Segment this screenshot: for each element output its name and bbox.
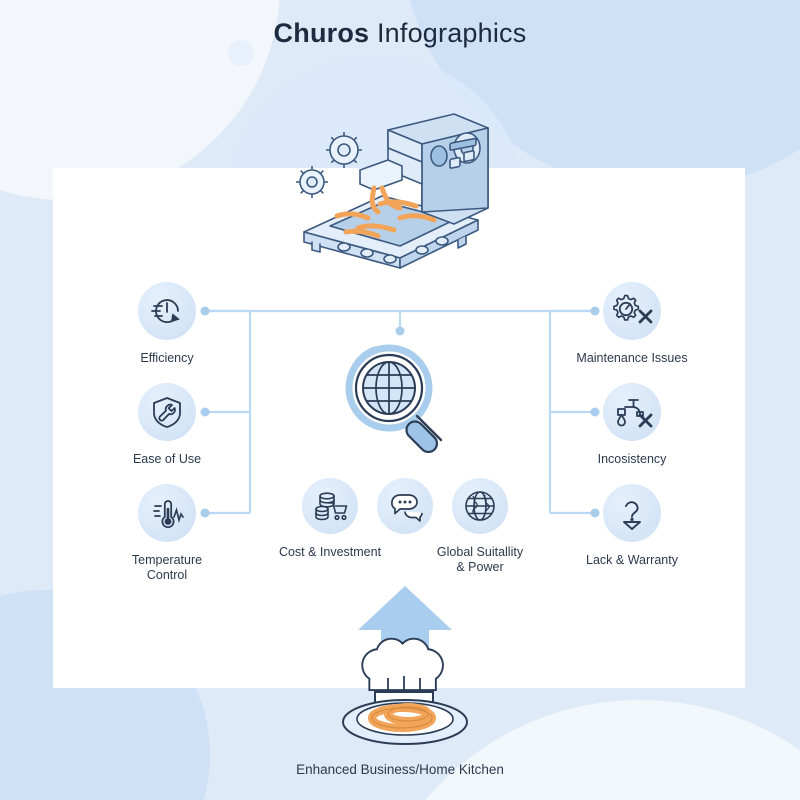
temperature-label-line1: Temperature	[131, 553, 203, 567]
feature-node-ease-of-use[interactable]: Ease of Use	[92, 383, 242, 467]
feature-node-global-suitability[interactable]: Global Suitallity & Power	[405, 478, 555, 575]
feature-node-efficiency[interactable]: Efficiency	[92, 282, 242, 366]
footer-caption: Enhanced Business/Home Kitchen	[296, 762, 504, 777]
maintenance-icon-circle	[603, 282, 661, 340]
feature-node-chat[interactable]	[330, 478, 480, 545]
warranty-icon-circle	[603, 484, 661, 542]
shield-wrench-icon	[153, 397, 181, 428]
thermometer-icon	[153, 500, 184, 529]
faucet-drip-cross-icon	[617, 399, 653, 428]
cost-icon-circle	[302, 478, 358, 534]
magnifying-glass-globe-icon	[345, 344, 443, 454]
question-arrow-icon	[623, 501, 641, 530]
efficiency-icon-circle	[138, 282, 196, 340]
coins-cart-icon	[315, 492, 348, 521]
global-label-line2: & Power	[456, 560, 504, 574]
efficiency-label: Efficiency	[140, 351, 194, 365]
ease-of-use-icon-circle	[138, 383, 196, 441]
speed-clock-icon	[151, 299, 180, 324]
feature-node-maintenance-issues[interactable]: Maintenance Issues	[557, 282, 707, 366]
plate-of-churros-icon	[342, 699, 468, 745]
warranty-label: Lack & Warranty	[586, 553, 678, 567]
chef-hat-icon	[361, 637, 444, 709]
outcome-illustration	[342, 586, 468, 745]
globe-icon	[465, 491, 495, 521]
churros-machine-illustration	[296, 113, 489, 269]
feature-node-cost-investment[interactable]: Cost & Investment	[255, 478, 405, 560]
feature-node-temperature-control[interactable]: Temperature Control	[92, 484, 242, 583]
maintenance-label: Maintenance Issues	[576, 351, 688, 365]
temperature-label: Temperature Control	[92, 553, 242, 583]
chat-icon-circle	[377, 478, 433, 534]
page-title-light: Infographics	[369, 18, 527, 48]
feature-node-lack-warranty[interactable]: Lack & Warranty	[557, 484, 707, 568]
cost-label: Cost & Investment	[278, 545, 382, 559]
incosistency-label: Incosistency	[597, 452, 667, 466]
incosistency-icon-circle	[603, 383, 661, 441]
global-label: Global Suitallity & Power	[405, 545, 555, 575]
global-label-line1: Global Suitallity	[436, 545, 524, 559]
temperature-icon-circle	[138, 484, 196, 542]
page-title-bold: Churos	[273, 18, 370, 48]
gear-cross-icon	[613, 294, 653, 324]
temperature-label-line2: Control	[146, 568, 188, 582]
global-icon-circle	[452, 478, 508, 534]
ease-of-use-label: Ease of Use	[132, 452, 202, 466]
feature-node-incosistency[interactable]: Incosistency	[557, 383, 707, 467]
speech-bubbles-icon	[391, 494, 423, 522]
page-title: Churos Infographics	[0, 18, 800, 49]
